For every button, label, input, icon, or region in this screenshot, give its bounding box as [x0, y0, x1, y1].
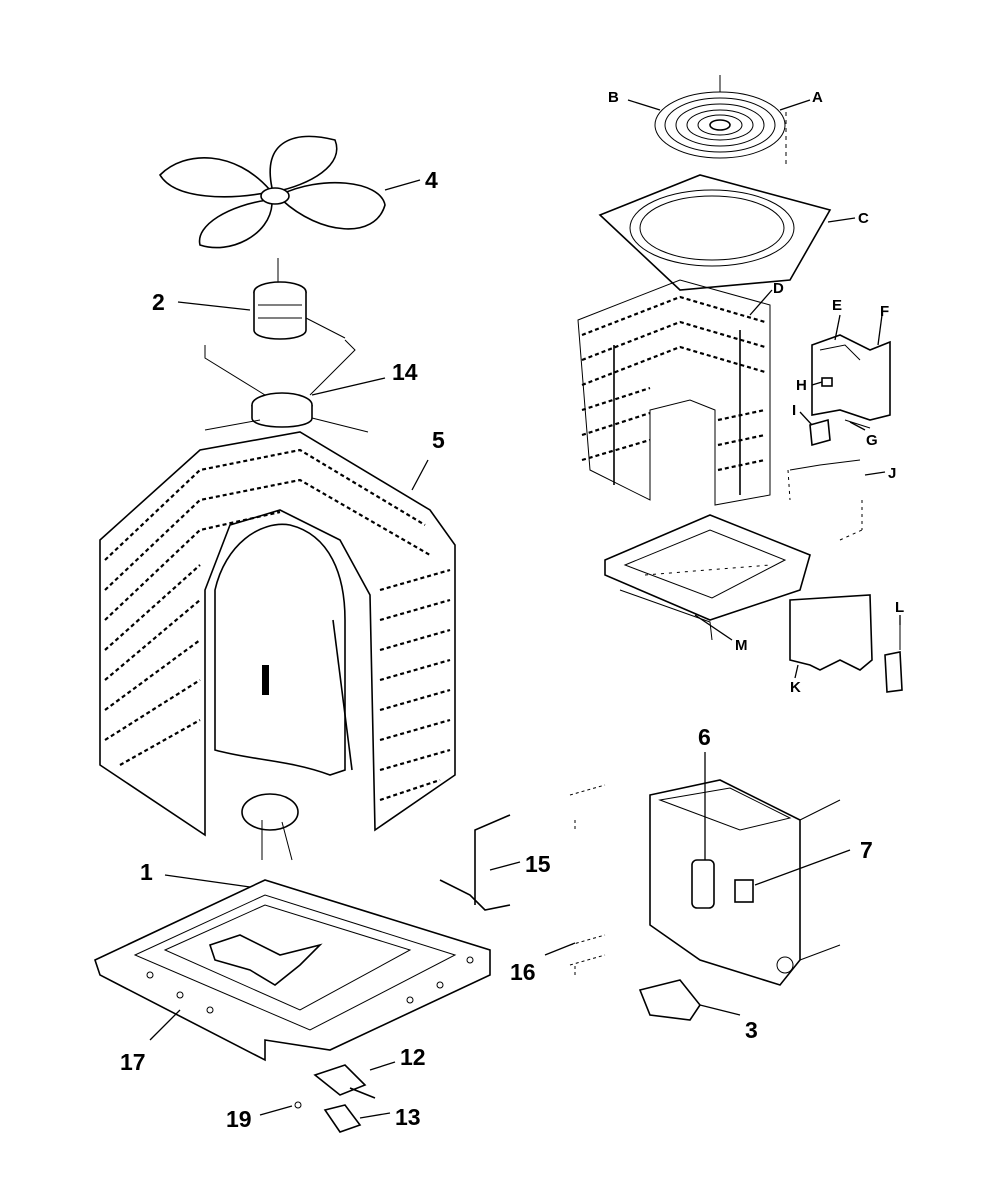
callout-M: M: [735, 637, 748, 654]
callout-17: 17: [120, 1049, 146, 1075]
callout-K: K: [790, 679, 801, 696]
callout-G: G: [866, 432, 878, 449]
wire: [789, 459, 861, 471]
callout-2: 2: [152, 289, 165, 315]
fan-blade: [158, 135, 386, 249]
fan-motor: [253, 258, 346, 340]
callout-H: H: [796, 377, 807, 394]
callout-7: 7: [860, 837, 873, 863]
callout-3: 3: [745, 1017, 758, 1043]
callout-F: F: [880, 303, 889, 320]
motor-mount: [204, 339, 369, 433]
control-box: [809, 334, 891, 447]
callout-E: E: [832, 297, 842, 314]
callout-15: 15: [525, 851, 551, 877]
fan-grille: [654, 75, 786, 159]
callout-1: 1: [140, 859, 153, 885]
base-pan: [94, 793, 491, 1062]
access-panel: [789, 594, 903, 693]
coil-guard: [577, 279, 771, 506]
base-section: [604, 514, 811, 641]
callout-13: 13: [395, 1104, 421, 1130]
letter-callouts: A B C D E F H I G J K L M: [608, 89, 904, 696]
callout-L: L: [895, 599, 904, 616]
callout-C: C: [858, 210, 869, 227]
numeric-callouts: 4 2 14 5 1 15 16 17 12 13 19 6 7 3: [120, 167, 873, 1132]
control-compartment: [638, 779, 841, 1021]
condenser-coil: [99, 431, 456, 837]
callout-B: B: [608, 89, 619, 106]
callout-6: 6: [698, 724, 711, 750]
callout-4: 4: [425, 167, 438, 193]
callout-5: 5: [432, 427, 445, 453]
callout-19: 19: [226, 1106, 252, 1132]
callout-I: I: [792, 402, 796, 419]
callout-16: 16: [510, 959, 536, 985]
top-panel: [598, 174, 832, 291]
callout-A: A: [812, 89, 823, 106]
side-panel: [569, 784, 606, 975]
callout-12: 12: [400, 1044, 426, 1070]
tubing: [439, 814, 511, 911]
callout-D: D: [773, 280, 784, 297]
callout-J: J: [888, 465, 896, 482]
callout-14: 14: [392, 359, 418, 385]
coil-fins: [104, 448, 451, 802]
service-valves: [294, 1064, 376, 1133]
